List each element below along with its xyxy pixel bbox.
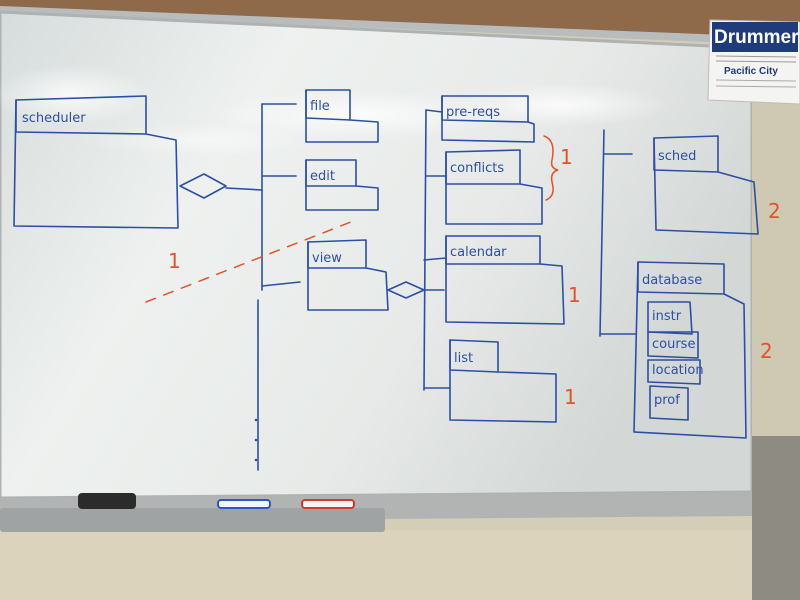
eraser-icon[interactable]: [78, 493, 136, 509]
red-brace-icon: [543, 135, 559, 201]
label-file: file: [310, 99, 330, 114]
light-glare-center: [210, 90, 510, 140]
label-sched: sched: [658, 149, 696, 164]
light-glare-left: [0, 65, 150, 125]
mult-scheduler: 1: [168, 249, 181, 273]
light-glare-mid: [80, 124, 320, 156]
scheduler-box: [13, 95, 179, 229]
label-course: course: [652, 337, 695, 352]
mult-sched: 2: [768, 199, 781, 223]
label-edit: edit: [310, 169, 335, 184]
trunk-line-mid: [423, 109, 427, 391]
view-box: [307, 239, 389, 311]
db-location-box: [647, 359, 701, 385]
right-cabinet: [752, 436, 800, 600]
drummer-poster: Drummer Pacific City: [707, 19, 800, 105]
blue-marker-icon[interactable]: [217, 499, 271, 509]
label-view: view: [312, 251, 342, 266]
poster-title: Drummer: [714, 27, 799, 48]
label-list: list: [454, 351, 473, 366]
label-pre-reqs: pre-reqs: [446, 105, 500, 120]
pre-reqs-box: [441, 95, 535, 143]
label-conflicts: conflicts: [450, 161, 504, 176]
mult-conflicts: 1: [560, 145, 573, 169]
label-prof: prof: [654, 393, 680, 408]
edit-box: [305, 159, 379, 211]
wall-lower: [0, 530, 800, 600]
tray-lip: [0, 508, 385, 532]
red-dashed-association: [145, 219, 357, 303]
db-course-box: [647, 331, 699, 359]
label-instr: instr: [652, 309, 682, 324]
light-glare-right: [450, 83, 670, 127]
label-calendar: calendar: [450, 245, 507, 260]
database-box: [633, 261, 747, 439]
trunk-line-right: [599, 129, 605, 337]
red-marker-icon[interactable]: [301, 499, 355, 509]
label-location: location: [652, 363, 704, 378]
label-scheduler: scheduler: [22, 111, 86, 126]
poster-brand: Pacific City: [724, 66, 778, 77]
file-box: [305, 89, 379, 143]
mult-database: 2: [760, 339, 773, 363]
db-prof-box: [649, 385, 689, 421]
map-rail: [0, 6, 800, 46]
label-database: database: [642, 273, 702, 288]
sched-box: [653, 135, 759, 235]
db-instr-box: [647, 301, 693, 335]
calendar-box: [445, 235, 565, 325]
conflicts-box: [445, 149, 543, 225]
list-box: [449, 339, 557, 423]
aggregation-diamond-left: [179, 173, 227, 199]
mult-list: 1: [564, 385, 577, 409]
mult-calendar: 1: [568, 283, 581, 307]
